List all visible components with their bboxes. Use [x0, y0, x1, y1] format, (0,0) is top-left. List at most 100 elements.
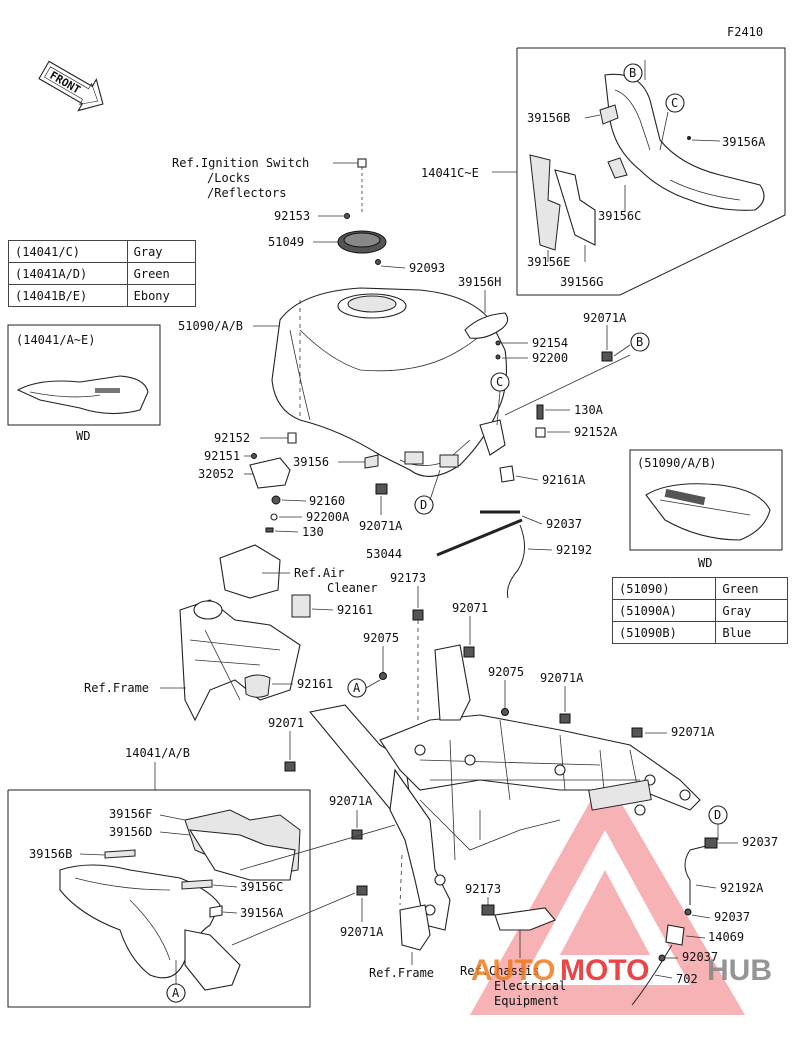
- sticker-39156H: [464, 312, 509, 339]
- callout-D: [414, 495, 434, 515]
- damper-92161-a: [291, 594, 311, 618]
- label-92154: 92154: [532, 336, 568, 350]
- callout-C-inset-label: C: [671, 96, 678, 110]
- table-row: (14041/C)Gray: [8, 240, 197, 263]
- label-ref-equip: Equipment: [494, 994, 559, 1008]
- label-92071A-top: 92071A: [583, 311, 627, 325]
- label-92037-a: 92037: [546, 517, 582, 531]
- sticker-39156G: [554, 169, 596, 246]
- color-table-tank: (51090)Green (51090A)Gray (51090B)Blue: [612, 577, 788, 644]
- sticker-39156A-bottom: [209, 905, 223, 918]
- wd-tank-box: [629, 449, 783, 551]
- label-ref-chassis: Ref.Chassis: [460, 964, 539, 978]
- label-92075-a: 92075: [363, 631, 399, 645]
- sticker-39156D: [188, 829, 296, 881]
- label-702: 702: [676, 972, 698, 986]
- callout-C-label: C: [496, 375, 503, 389]
- inset-side-cover-box: [7, 789, 311, 1008]
- air-cleaner-ref-part: [219, 544, 281, 599]
- label-92037-b: 92037: [742, 835, 778, 849]
- table-row: (51090)Green: [612, 577, 788, 600]
- main-frame-part: [308, 644, 701, 931]
- label-92071A-l1: 92071A: [329, 794, 373, 808]
- callout-B-label: B: [636, 335, 643, 349]
- table-row: (14041B/E)Ebony: [8, 284, 197, 307]
- label-39156G: 39156G: [560, 275, 603, 289]
- label-92192: 92192: [556, 543, 592, 557]
- callout-C-inset: [665, 93, 685, 113]
- label-92071-a: 92071: [452, 601, 488, 615]
- wd-cover-box: [7, 324, 161, 426]
- label-ref-air2: Cleaner: [327, 581, 378, 595]
- sticker-39156B-bottom: [104, 849, 136, 859]
- label-92071A-l2: 92071A: [340, 925, 384, 939]
- label-92152: 92152: [214, 431, 250, 445]
- label-92161-a: 92161: [337, 603, 373, 617]
- label-92071-b: 92071: [268, 716, 304, 730]
- label-92200: 92200: [532, 351, 568, 365]
- table-row: (51090A)Gray: [612, 599, 788, 622]
- label-92151: 92151: [204, 449, 240, 463]
- wd-cover-label: WD: [76, 429, 90, 443]
- damper-92161-b: [244, 674, 271, 698]
- label-ref-reflectors: /Reflectors: [207, 186, 286, 200]
- label-39156A-bottom: 39156A: [240, 906, 284, 920]
- label-39156C-top: 39156C: [598, 209, 641, 223]
- hose-53044: [436, 518, 523, 557]
- label-ref-frame-bottom: Ref.Frame: [369, 966, 434, 980]
- wd-tank-title: (51090/A/B): [637, 456, 716, 470]
- wd-cover-title: (14041/A~E): [16, 333, 95, 347]
- front-arrow-icon: FRONT: [38, 60, 104, 112]
- label-39156A-top: 39156A: [722, 135, 766, 149]
- label-92071A-mid: 92071A: [359, 519, 403, 533]
- valve-14069: [665, 924, 685, 946]
- label-39156E: 39156E: [527, 255, 570, 269]
- label-14041C-E: 14041C~E: [421, 166, 479, 180]
- label-39156: 39156: [293, 455, 329, 469]
- label-ref-locks: /Locks: [207, 171, 250, 185]
- label-92161-b: 92161: [297, 677, 333, 691]
- label-53044: 53044: [366, 547, 402, 561]
- label-92037-d: 92037: [682, 950, 718, 964]
- label-92071A-r2: 92071A: [671, 725, 715, 739]
- label-130: 130: [302, 525, 324, 539]
- label-39156H: 39156H: [458, 275, 501, 289]
- sticker-39156B: [599, 104, 619, 125]
- figure-code: F2410: [727, 25, 763, 39]
- table-row: (14041A/D)Green: [8, 262, 197, 285]
- label-92037-c: 92037: [714, 910, 750, 924]
- watermark-text: AUTO MOTO HUB: [471, 954, 772, 987]
- label-92075-b: 92075: [488, 665, 524, 679]
- label-39156C-bottom: 39156C: [240, 880, 283, 894]
- callout-A-mid-label: A: [353, 681, 361, 695]
- label-92200A: 92200A: [306, 510, 350, 524]
- svg-text:HUB: HUB: [707, 954, 772, 987]
- wd-tank-part: [645, 483, 771, 541]
- label-92160: 92160: [309, 494, 345, 508]
- bracket-32052: [249, 457, 291, 489]
- label-ref-frame-left: Ref.Frame: [84, 681, 149, 695]
- label-ref-elec: Electrical: [494, 979, 566, 993]
- color-table-cover: (14041/C)Gray (14041A/D)Green (14041B/E)…: [8, 240, 197, 307]
- sticker-39156C: [607, 157, 628, 179]
- label-92161A: 92161A: [542, 473, 586, 487]
- label-92192A: 92192A: [720, 881, 764, 895]
- label-130A: 130A: [574, 403, 604, 417]
- label-92071A-r1: 92071A: [540, 671, 584, 685]
- callout-D-label: D: [420, 498, 427, 512]
- label-39156B-top: 39156B: [527, 111, 570, 125]
- svg-text:AUTO: AUTO: [471, 954, 555, 987]
- label-92093: 92093: [409, 261, 445, 275]
- bottom-frame-ref-part: [399, 904, 431, 951]
- label-14069: 14069: [708, 930, 744, 944]
- callout-B-inset-label: B: [629, 66, 636, 80]
- label-39156F: 39156F: [109, 807, 152, 821]
- svg-text:MOTO: MOTO: [560, 954, 649, 987]
- front-frame-ref-part: [179, 599, 301, 722]
- label-92173-bottom: 92173: [465, 882, 501, 896]
- callout-B-inset: [623, 63, 643, 83]
- label-14041AB: 14041/A/B: [125, 746, 190, 760]
- label-32052: 32052: [198, 467, 234, 481]
- label-92153: 92153: [274, 209, 310, 223]
